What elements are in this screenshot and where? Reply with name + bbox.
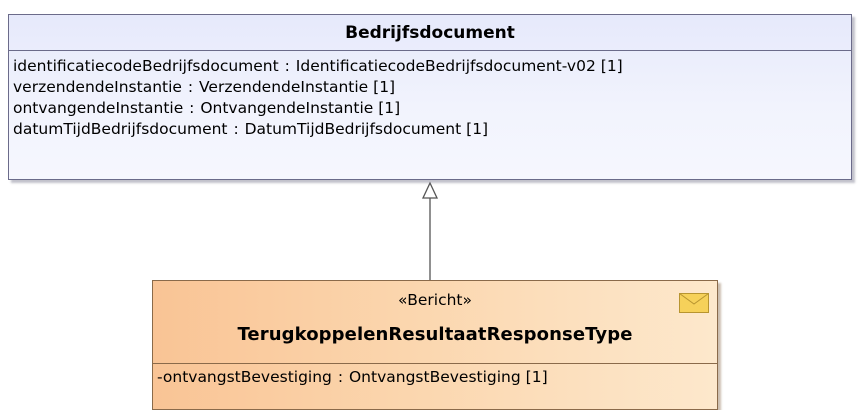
attribute-type: OntvangendeInstantie <box>200 99 374 117</box>
attribute-name: ontvangendeInstantie <box>13 99 184 117</box>
attribute-multiplicity: [1] <box>373 78 396 96</box>
attribute-compartment: -ontvangstBevestiging : OntvangstBevesti… <box>153 364 717 388</box>
attribute-type: VerzendendeInstantie <box>199 78 369 96</box>
class-terugkoppelen-resultaat-response-type[interactable]: «Bericht» TerugkoppelenResultaatResponse… <box>152 280 718 410</box>
attribute-compartment: identificatiecodeBedrijfsdocument : Iden… <box>9 51 851 140</box>
stereotype-label: «Bericht» <box>398 291 472 309</box>
attribute-multiplicity: [1] <box>378 99 401 117</box>
attribute-name: identificatiecodeBedrijfsdocument <box>13 57 279 75</box>
class-name[interactable]: Bedrijfsdocument <box>345 22 515 43</box>
attribute-row[interactable]: ontvangendeInstantie : OntvangendeInstan… <box>13 99 401 117</box>
generalization-arrowhead <box>421 181 439 199</box>
attribute-multiplicity: [1] <box>466 120 489 138</box>
class-name[interactable]: TerugkoppelenResultaatResponseType <box>237 324 633 345</box>
class-bedrijfsdocument[interactable]: Bedrijfsdocument identificatiecodeBedrij… <box>8 14 852 180</box>
attribute-type: OntvangstBevestiging <box>348 368 521 386</box>
attribute-type: IdentificatiecodeBedrijfsdocument-v02 <box>295 57 596 75</box>
envelope-icon <box>679 293 709 313</box>
attribute-row[interactable]: -ontvangstBevestiging : OntvangstBevesti… <box>157 368 548 386</box>
attribute-name: -ontvangstBevestiging <box>157 368 332 386</box>
attribute-row[interactable]: identificatiecodeBedrijfsdocument : Iden… <box>13 57 623 75</box>
attribute-type: DatumTijdBedrijfsdocument <box>244 120 462 138</box>
attribute-row[interactable]: datumTijdBedrijfsdocument : DatumTijdBed… <box>13 120 489 138</box>
attribute-multiplicity: [1] <box>600 57 623 75</box>
class-header: «Bericht» TerugkoppelenResultaatResponse… <box>153 281 717 364</box>
class-header: Bedrijfsdocument <box>9 15 851 51</box>
attribute-multiplicity: [1] <box>525 368 548 386</box>
attribute-name: verzendendeInstantie <box>13 78 182 96</box>
attribute-name: datumTijdBedrijfsdocument <box>13 120 228 138</box>
attribute-row[interactable]: verzendendeInstantie : VerzendendeInstan… <box>13 78 396 96</box>
